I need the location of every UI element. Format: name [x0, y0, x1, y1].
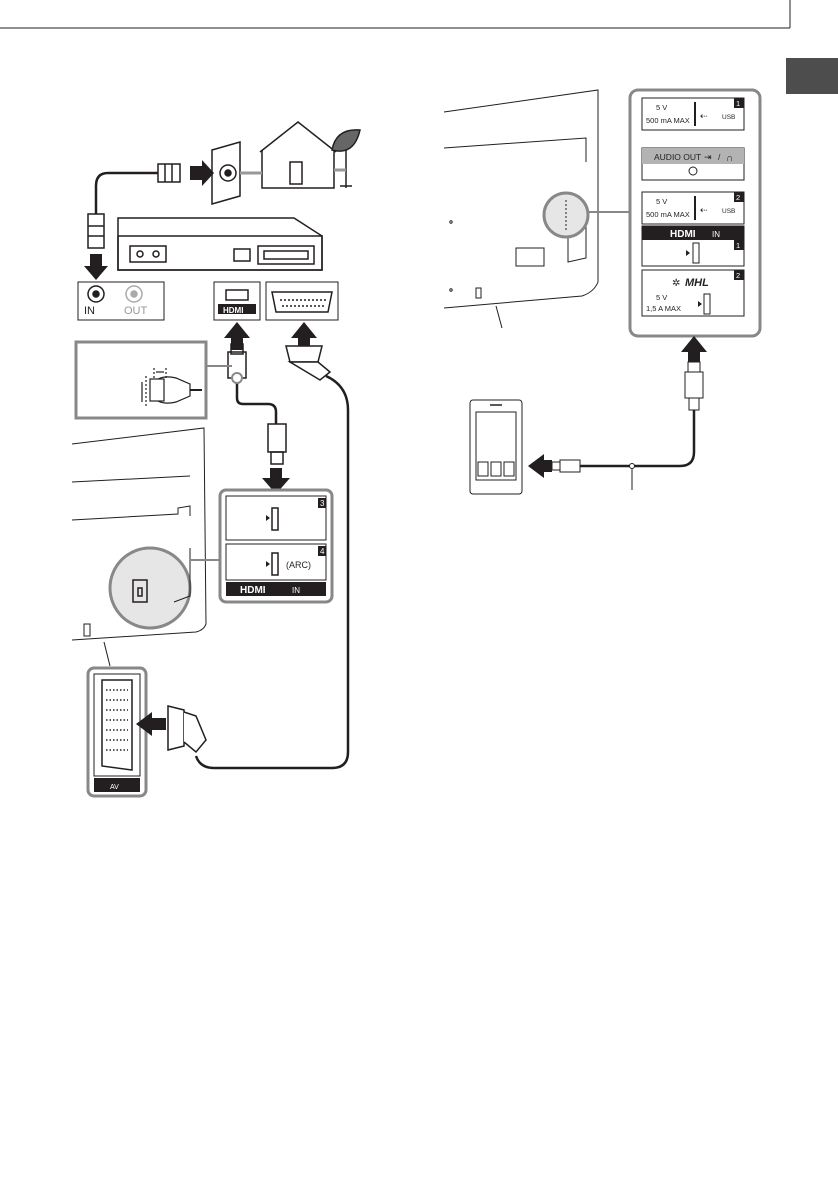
tv-port-magnifier-right: [544, 193, 588, 237]
tv-scart-av-label: AV: [110, 784, 119, 791]
hdmi-in-suffix: IN: [712, 230, 720, 239]
coax-plug-bottom: [88, 214, 104, 248]
arrow-to-phone: [528, 454, 552, 478]
hdmi2-number: 2: [736, 271, 740, 280]
mhl-label: MHL: [685, 277, 709, 289]
mhl-current: 1,5 A MAX: [646, 304, 681, 313]
set-top-box: [118, 218, 322, 270]
right-diagram: [444, 90, 760, 494]
scart-plug-bottom: [168, 706, 206, 752]
wall-antenna-socket: [212, 142, 240, 204]
usb1-voltage: 5 V: [656, 103, 667, 112]
scart-plug-top: [286, 346, 330, 380]
hdmi-cable: [237, 378, 276, 424]
arrow-to-wall: [190, 160, 214, 186]
headphone-icon: ∩: [726, 153, 733, 164]
usb1-label: USB: [722, 114, 735, 121]
tv-hdmi-logo-suffix: IN: [292, 586, 300, 595]
usb1-number: 1: [736, 99, 740, 108]
satellite-dish-icon: [332, 130, 360, 188]
usb2-label: USB: [722, 208, 735, 215]
tv-hdmi-4-number: 4: [320, 547, 325, 556]
usb2-number: 2: [736, 193, 740, 202]
box-hdmi-logo: HDMI: [223, 306, 243, 315]
antenna-out-label: OUT: [124, 305, 148, 317]
hdmi-callout-dot: [232, 373, 242, 383]
micro-usb-plug: [552, 460, 580, 472]
left-diagram: [72, 122, 360, 796]
usb1-symbol-icon: ⇠: [700, 111, 708, 121]
hdmi-in-logo: HDMI: [670, 229, 696, 240]
arrow-to-antenna-in: [84, 254, 108, 280]
mhl-cable: [580, 410, 694, 466]
arrow-to-box-hdmi: [224, 322, 250, 350]
tv-hdmi-logo: HDMI: [240, 585, 266, 596]
usb2-symbol-icon: ⇠: [700, 205, 708, 215]
hdmi-plug-bottom: [268, 424, 286, 464]
coax-cable: [96, 173, 158, 214]
tv-hdmi-4-arc-label: (ARC): [286, 560, 311, 570]
audio-out-arrow-icon: ⇥: [704, 152, 712, 162]
hdmi-plug-detail-callout: [76, 342, 206, 418]
antenna-in-label: IN: [84, 305, 95, 317]
mhl-voltage: 5 V: [656, 293, 667, 302]
coax-plug-top: [158, 164, 180, 182]
tv-port-magnifier-left: [110, 548, 190, 628]
box-scart-panel: [266, 282, 338, 320]
mhl-sun-icon: ✲: [672, 278, 680, 289]
arrow-to-mhl-port: [681, 336, 707, 362]
tv-back-left: [72, 428, 206, 666]
house-icon: [260, 122, 336, 188]
tv-hdmi-3-number: 3: [320, 499, 325, 508]
usb1-current: 500 mA MAX: [646, 116, 690, 125]
usb2-current: 500 mA MAX: [646, 210, 690, 219]
mhl-hdmi-plug: [685, 362, 703, 410]
side-tab: [786, 58, 838, 94]
hdmi1-number: 1: [736, 241, 740, 250]
smartphone-icon: [470, 400, 522, 494]
usb2-voltage: 5 V: [656, 197, 667, 206]
audio-out-label: AUDIO OUT: [654, 152, 701, 162]
